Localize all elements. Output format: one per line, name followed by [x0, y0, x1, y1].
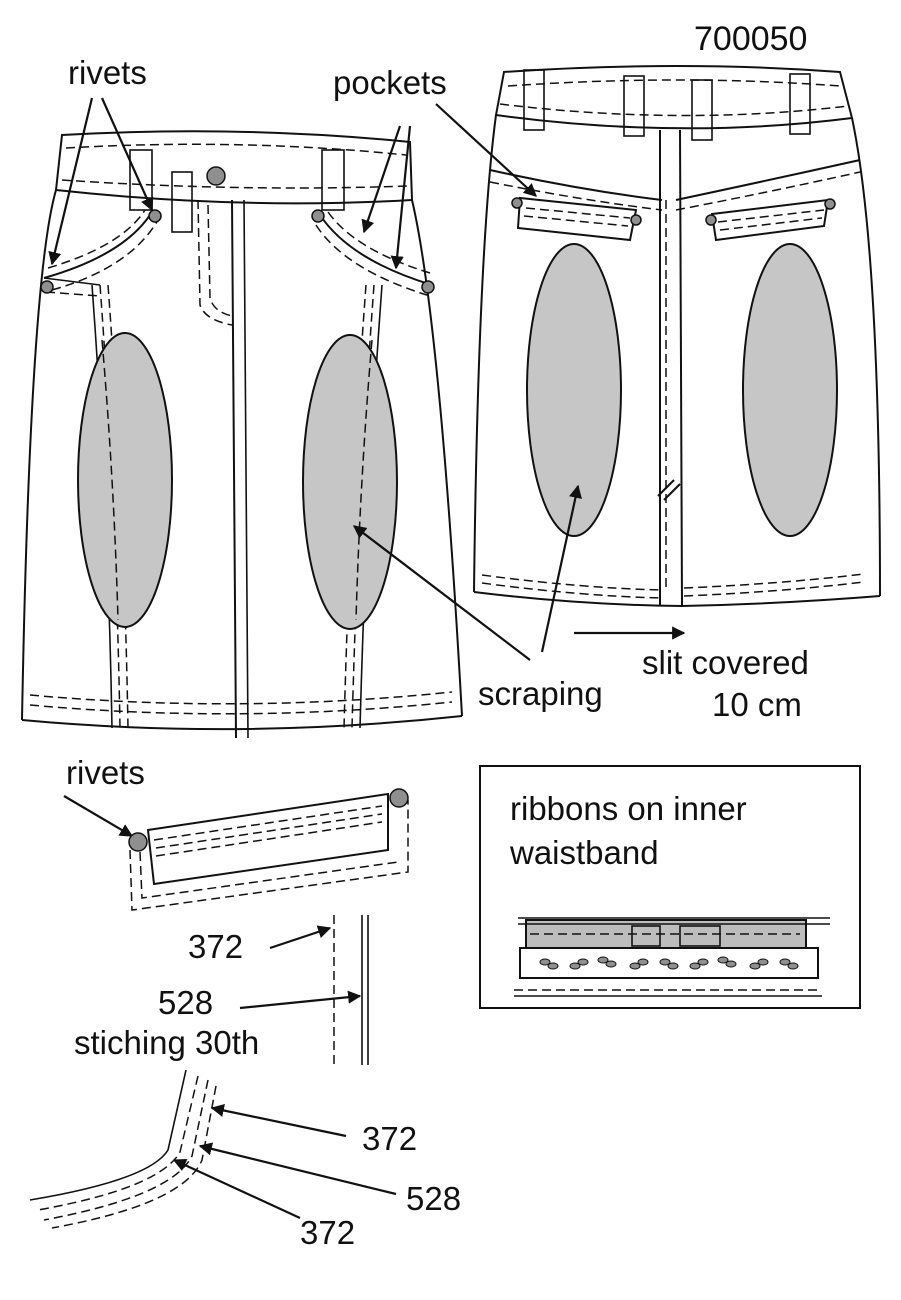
back-right-scraping [742, 243, 838, 537]
front-view-skirt [21, 130, 463, 739]
front-right-scraping [302, 334, 398, 630]
label-rivets-detail: rivets [66, 754, 145, 791]
label-scraping: scraping [478, 675, 603, 712]
label-stitch-528-a: 528 [158, 984, 213, 1021]
back-left-scraping [526, 243, 622, 537]
article-number: 700050 [694, 20, 807, 58]
box-title-line1: ribbons on inner [510, 790, 747, 827]
label-slit-length: 10 cm [712, 686, 802, 723]
front-button [206, 166, 226, 186]
label-slit-covered: slit covered [642, 644, 809, 681]
front-left-scraping [77, 332, 173, 628]
label-stitch-528-b: 528 [406, 1180, 461, 1217]
label-pockets: pockets [333, 64, 447, 101]
label-stitch-372-b: 372 [362, 1120, 417, 1157]
label-stitch-372-c: 372 [300, 1214, 355, 1251]
label-stitch-372-a: 372 [188, 928, 243, 965]
stitch-detail-curved: 372 528 372 [29, 1069, 461, 1251]
box-title-line2: waistband [509, 834, 659, 871]
back-view-skirt [473, 65, 881, 608]
stitch-detail-straight: 372 528 stiching 30th [74, 915, 369, 1065]
detail-rivet-left [128, 832, 148, 852]
label-rivets-front: rivets [68, 54, 147, 91]
ribbon-info-box: ribbons on inner waistband [479, 765, 861, 1009]
detail-rivet-right [389, 788, 409, 808]
label-stitching-note: stiching 30th [74, 1024, 259, 1061]
pocket-detail: rivets [63, 754, 409, 911]
